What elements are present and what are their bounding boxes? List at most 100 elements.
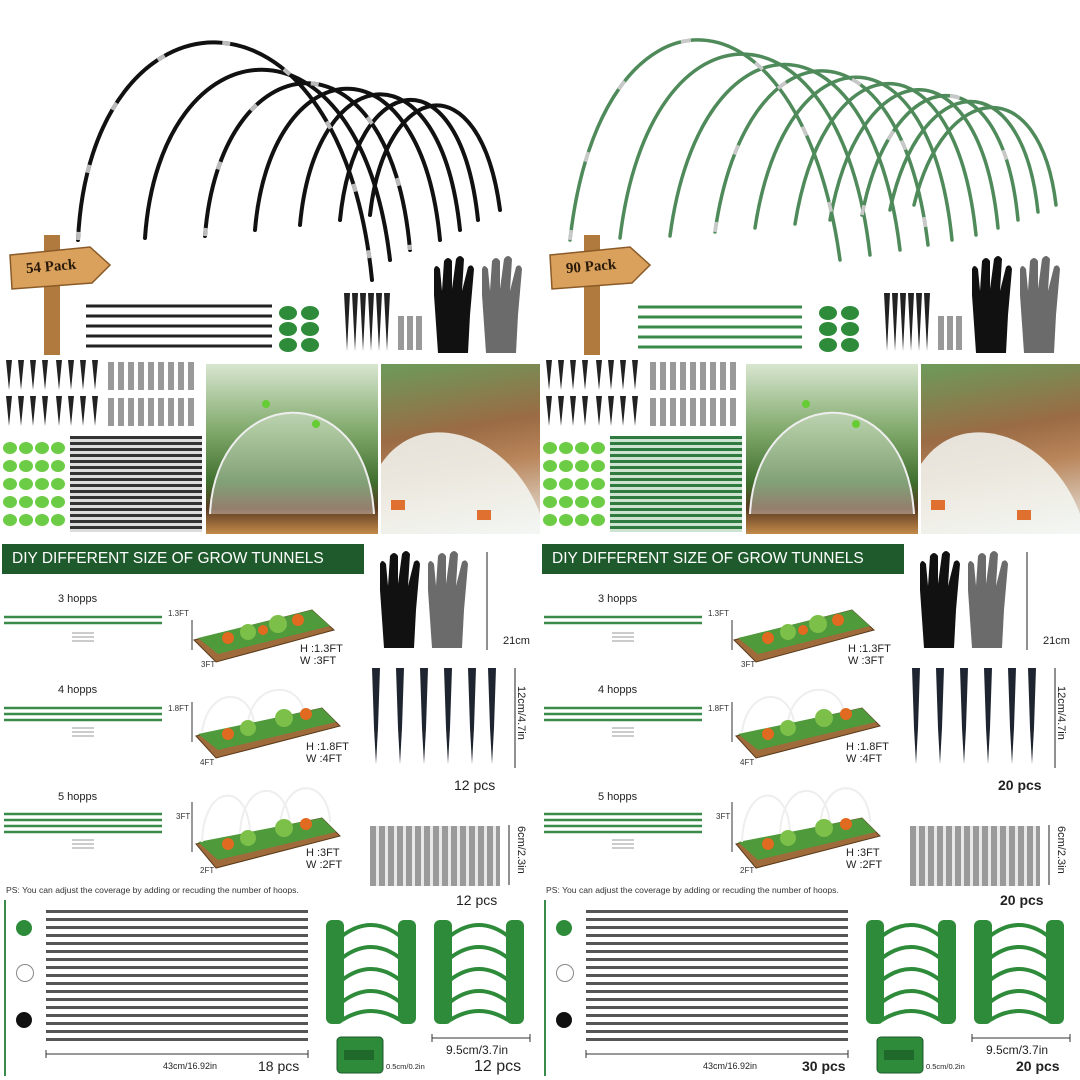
swatch-green-icon — [16, 920, 32, 936]
tunnel-width-label: 4FT — [740, 758, 755, 767]
hoop-rods-icon — [544, 706, 702, 737]
stake-size-marker — [1054, 668, 1056, 768]
connectors-bundle-icon — [370, 826, 500, 886]
banner-title: DIY DIFFERENT SIZE OF GROW TUNNELS — [2, 544, 364, 574]
clip-width-marker — [431, 1034, 531, 1042]
stakes-grid-icon — [6, 360, 98, 426]
ps-note: PS: You can adjust the coverage by addin… — [6, 885, 299, 895]
connector-size-marker — [508, 825, 510, 885]
connector-size-marker — [1048, 825, 1050, 885]
tunnel-height-label: 1.8FT — [168, 704, 189, 713]
connector-size-label: 6cm/2.3in — [1055, 826, 1067, 874]
glove-size-marker — [486, 552, 488, 650]
rod-count: 30 pcs — [802, 1058, 846, 1074]
gloves-icon — [380, 551, 468, 648]
greenhouse-photo — [746, 364, 918, 534]
tunnel-width-label: 3FT — [201, 660, 216, 669]
clip-detail-icon — [336, 1036, 384, 1074]
banner-title: DIY DIFFERENT SIZE OF GROW TUNNELS — [542, 544, 904, 574]
rods-stack-icon — [46, 910, 308, 1046]
tunnel-width-label: 2FT — [200, 866, 215, 875]
raised-bed-image — [191, 688, 341, 759]
stake-size-label: 12cm/4.7in — [515, 686, 527, 740]
clip-thickness-label: 0.5cm/0.2in — [386, 1062, 425, 1071]
gloves-icon — [920, 551, 1008, 648]
stake-size-marker — [514, 668, 516, 768]
tunnel-hopps-label: 5 hopps — [598, 791, 638, 803]
tunnel-height-label: 1.8FT — [708, 704, 729, 713]
connector-count: 12 pcs — [456, 892, 498, 908]
tunnel-height-label: 1.3FT — [168, 609, 189, 618]
rods-icon — [638, 305, 802, 349]
rods-icon — [86, 304, 272, 348]
tunnel-spec: H :3FT W :2FT — [846, 847, 883, 871]
rods-bundle-icon — [70, 436, 202, 532]
stake-count: 12 pcs — [454, 777, 496, 793]
glove-size-label: 21cm — [1043, 635, 1070, 647]
hoop-rods-icon — [544, 615, 702, 642]
tunnel-hopps-label: 4 hopps — [58, 684, 98, 696]
rod-length-label: 43cm/16.92in — [703, 1061, 758, 1071]
tunnel-hopps-label: 5 hopps — [58, 791, 98, 803]
row-tunnels-photo — [381, 364, 540, 534]
tunnel-height-label: 3FT — [176, 812, 191, 821]
row-tunnels-photo — [921, 364, 1080, 534]
gloves-icon — [434, 256, 522, 353]
clips-icon — [819, 306, 859, 352]
tunnel-width-label: 4FT — [200, 758, 215, 767]
tunnel-spec: H :1.8FT W :4FT — [846, 741, 889, 765]
tunnel-hopps-label: 4 hopps — [598, 684, 638, 696]
tunnel-spec: H :1.8FT W :4FT — [306, 741, 349, 765]
raised-bed-image — [731, 688, 881, 759]
stake-count: 20 pcs — [998, 777, 1042, 793]
connectors-icon — [398, 316, 422, 350]
connectors-bundle-icon — [910, 826, 1040, 886]
glove-size-label: 21cm — [503, 635, 530, 647]
hoop-rods-icon — [4, 706, 162, 737]
tunnel-width-label: 3FT — [741, 660, 756, 669]
clips-icon — [279, 306, 319, 352]
color-swatch-column — [4, 900, 44, 1076]
stakes-icon — [344, 293, 390, 351]
wooden-sign-icon — [549, 235, 652, 355]
clip-width-label: 9.5cm/3.7in — [986, 1043, 1049, 1057]
clip-count: 20 pcs — [1016, 1058, 1060, 1074]
clip-width-label: 9.5cm/3.7in — [446, 1043, 509, 1057]
connectors-grid-icon — [650, 362, 736, 426]
stake-size-label: 12cm/4.7in — [1055, 686, 1067, 740]
color-swatch-column — [544, 900, 584, 1076]
connectors-icon — [938, 316, 962, 350]
hoop-group — [76, 40, 502, 282]
product-panel-90-pack: 90 Pack — [540, 0, 1080, 1080]
clip-detail-icon — [876, 1036, 924, 1074]
hoops-illustration — [76, 40, 502, 282]
swatch-white-icon — [16, 964, 34, 982]
stakes-icon — [884, 293, 930, 351]
rod-length-marker — [45, 1050, 309, 1058]
tunnel-width-label: 2FT — [740, 866, 755, 875]
clips-stack-icon — [866, 920, 1064, 1024]
rods-bundle-icon — [610, 436, 742, 532]
raised-bed-image — [191, 787, 341, 869]
raised-bed-image — [191, 609, 336, 663]
rod-length-label: 43cm/16.92in — [163, 1061, 218, 1071]
clips-stack-icon — [326, 920, 524, 1024]
wooden-sign-icon — [9, 235, 112, 355]
clip-count: 12 pcs — [474, 1058, 522, 1075]
stakes-icon — [912, 668, 1036, 764]
tunnel-spec: H :3FT W :2FT — [306, 847, 343, 871]
glove-size-marker — [1026, 552, 1028, 650]
connector-size-label: 6cm/2.3in — [515, 826, 527, 874]
swatch-black-icon — [16, 1012, 32, 1028]
tunnel-height-label: 3FT — [716, 812, 731, 821]
connector-count: 20 pcs — [1000, 892, 1044, 908]
greenhouse-photo — [206, 364, 378, 534]
swatch-black-icon — [556, 1012, 572, 1028]
swatch-white-icon — [556, 964, 574, 982]
stakes-grid-icon — [546, 360, 638, 426]
tunnel-hopps-label: 3 hopps — [598, 593, 638, 605]
swatch-green-icon — [556, 920, 572, 936]
rod-length-marker — [585, 1050, 849, 1058]
tunnel-spec: H :1.3FT W :3FT — [848, 643, 891, 667]
tunnel-spec: H :1.3FT W :3FT — [300, 643, 343, 667]
